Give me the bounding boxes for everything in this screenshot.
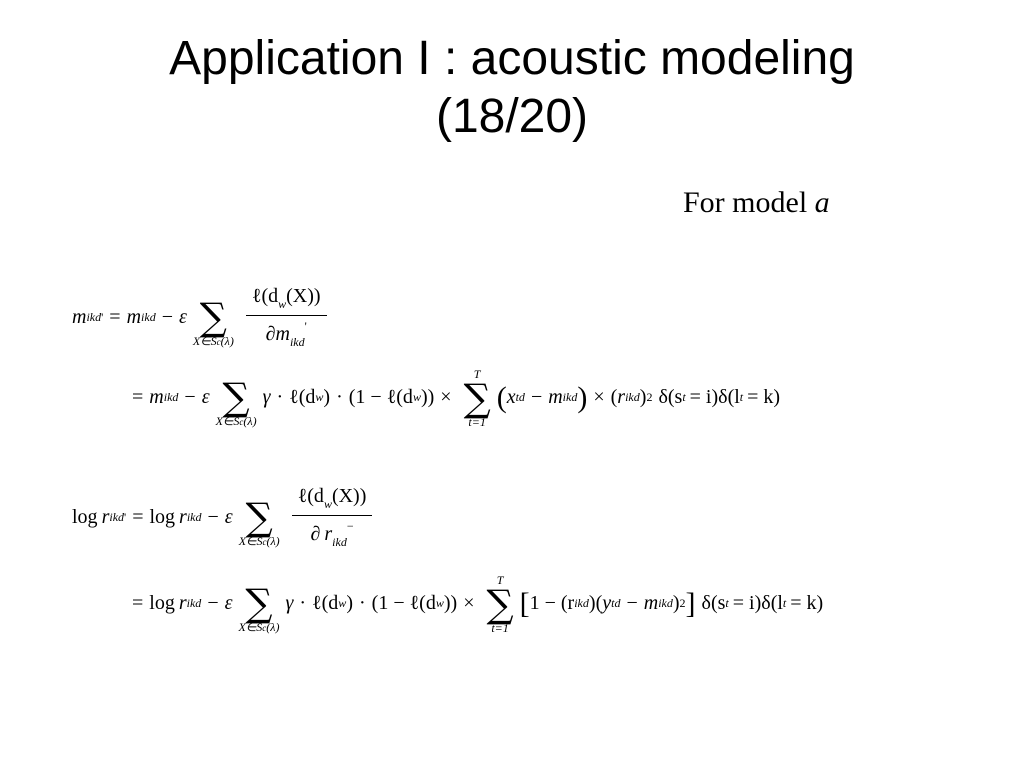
summation-t: T ∑ t=1: [463, 366, 491, 429]
summation: ∑ X∈Sc(λ): [238, 581, 280, 634]
summation: ∑ X∈Sc(λ): [238, 495, 280, 548]
model-label-variable: a: [814, 186, 830, 219]
model-label-prefix: For model: [683, 186, 808, 219]
summation: ∑ X∈Sc(λ): [215, 375, 257, 428]
summation: ∑ X∈Sc(λ): [192, 295, 234, 348]
model-label: For model a: [683, 186, 830, 220]
summation-t: T ∑ t=1: [486, 572, 514, 635]
fraction: ℓ(dw(X)) ∂rikd−: [291, 485, 373, 550]
fraction: ℓ(dw(X)) ∂mikd': [245, 285, 327, 350]
title-line-1: Application I : acoustic modeling: [169, 32, 855, 85]
title-line-2: (18/20): [435, 90, 589, 143]
slide-title: Application I : acoustic modeling (18/20…: [0, 30, 1024, 146]
